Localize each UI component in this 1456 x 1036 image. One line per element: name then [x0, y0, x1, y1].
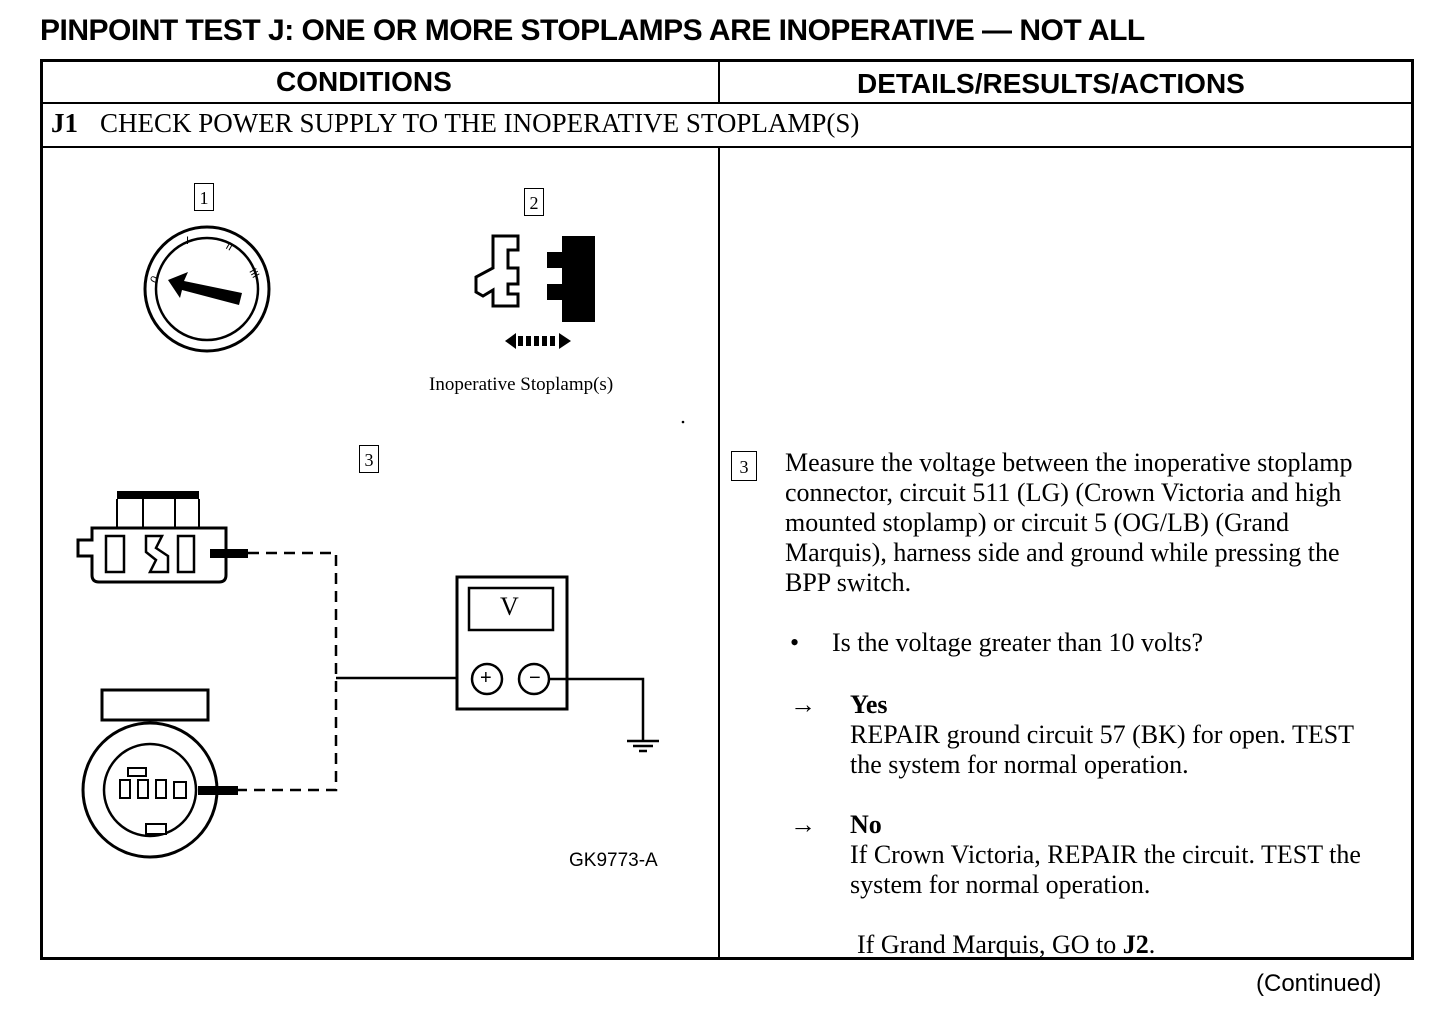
details-callout-3: 3: [731, 451, 757, 481]
header-divider: [43, 102, 1411, 104]
meter-minus-terminal: −: [529, 667, 541, 689]
question: • Is the voltage greater than 10 volts?: [790, 628, 1203, 658]
meter-plus-terminal: +: [480, 667, 492, 689]
no-label: No: [850, 810, 882, 839]
page-title: PINPOINT TEST J: ONE OR MORE STOPLAMPS A…: [40, 14, 1145, 47]
yes-label: Yes: [850, 690, 888, 719]
callout-2: 2: [524, 188, 544, 216]
ground-symbol-icon: [627, 739, 659, 753]
column-divider: [718, 146, 720, 957]
yes-action: REPAIR ground circuit 57 (BK) for open. …: [850, 720, 1354, 779]
no-action-grand-marquis: If Grand Marquis, GO to J2.: [857, 930, 1156, 959]
callout-1: 1: [194, 183, 214, 211]
svg-text:II: II: [224, 240, 235, 253]
question-text: Is the voltage greater than 10 volts?: [832, 628, 1204, 657]
arrow-icon: →: [790, 810, 816, 839]
probe-lead-dashed: [238, 551, 338, 792]
instruction-text: Measure the voltage between the inoperat…: [785, 448, 1353, 597]
figure-id: GK9773-A: [569, 850, 658, 871]
svg-text:0: 0: [148, 274, 161, 285]
connector-disconnect-icon: [474, 234, 595, 349]
goto-j2-link[interactable]: J2: [1122, 930, 1149, 959]
callout-3: 3: [359, 445, 379, 473]
svg-text:III: III: [246, 267, 261, 281]
pinpoint-test-table: CONDITIONS DETAILS/RESULTS/ACTIONS J1 CHE…: [40, 59, 1414, 960]
arrow-icon: →: [790, 690, 816, 719]
bullet: •: [790, 628, 800, 657]
header-column-divider: [718, 62, 720, 102]
connector-caption: Inoperative Stoplamp(s): [429, 374, 614, 395]
bulb-socket-icon: [81, 688, 238, 859]
details-header: DETAILS/RESULTS/ACTIONS: [857, 68, 1245, 99]
voltmeter-icon: [455, 575, 569, 711]
ground-lead: [549, 677, 645, 740]
no-action: If Crown Victoria, REPAIR the circuit. T…: [850, 840, 1361, 899]
step-id: J1: [51, 108, 78, 138]
meter-label: V: [500, 592, 519, 621]
ignition-switch-icon: 0 I II III: [143, 225, 271, 353]
step-divider: [43, 146, 1411, 148]
continued-note: (Continued): [1256, 970, 1382, 997]
conditions-header: CONDITIONS: [276, 66, 452, 97]
stoplamp-connector-icon: [76, 491, 248, 584]
step-title: J1 CHECK POWER SUPPLY TO THE INOPERATIVE …: [51, 108, 859, 139]
svg-text:I: I: [186, 235, 189, 247]
step-title-text: CHECK POWER SUPPLY TO THE INOPERATIVE ST…: [100, 108, 860, 138]
